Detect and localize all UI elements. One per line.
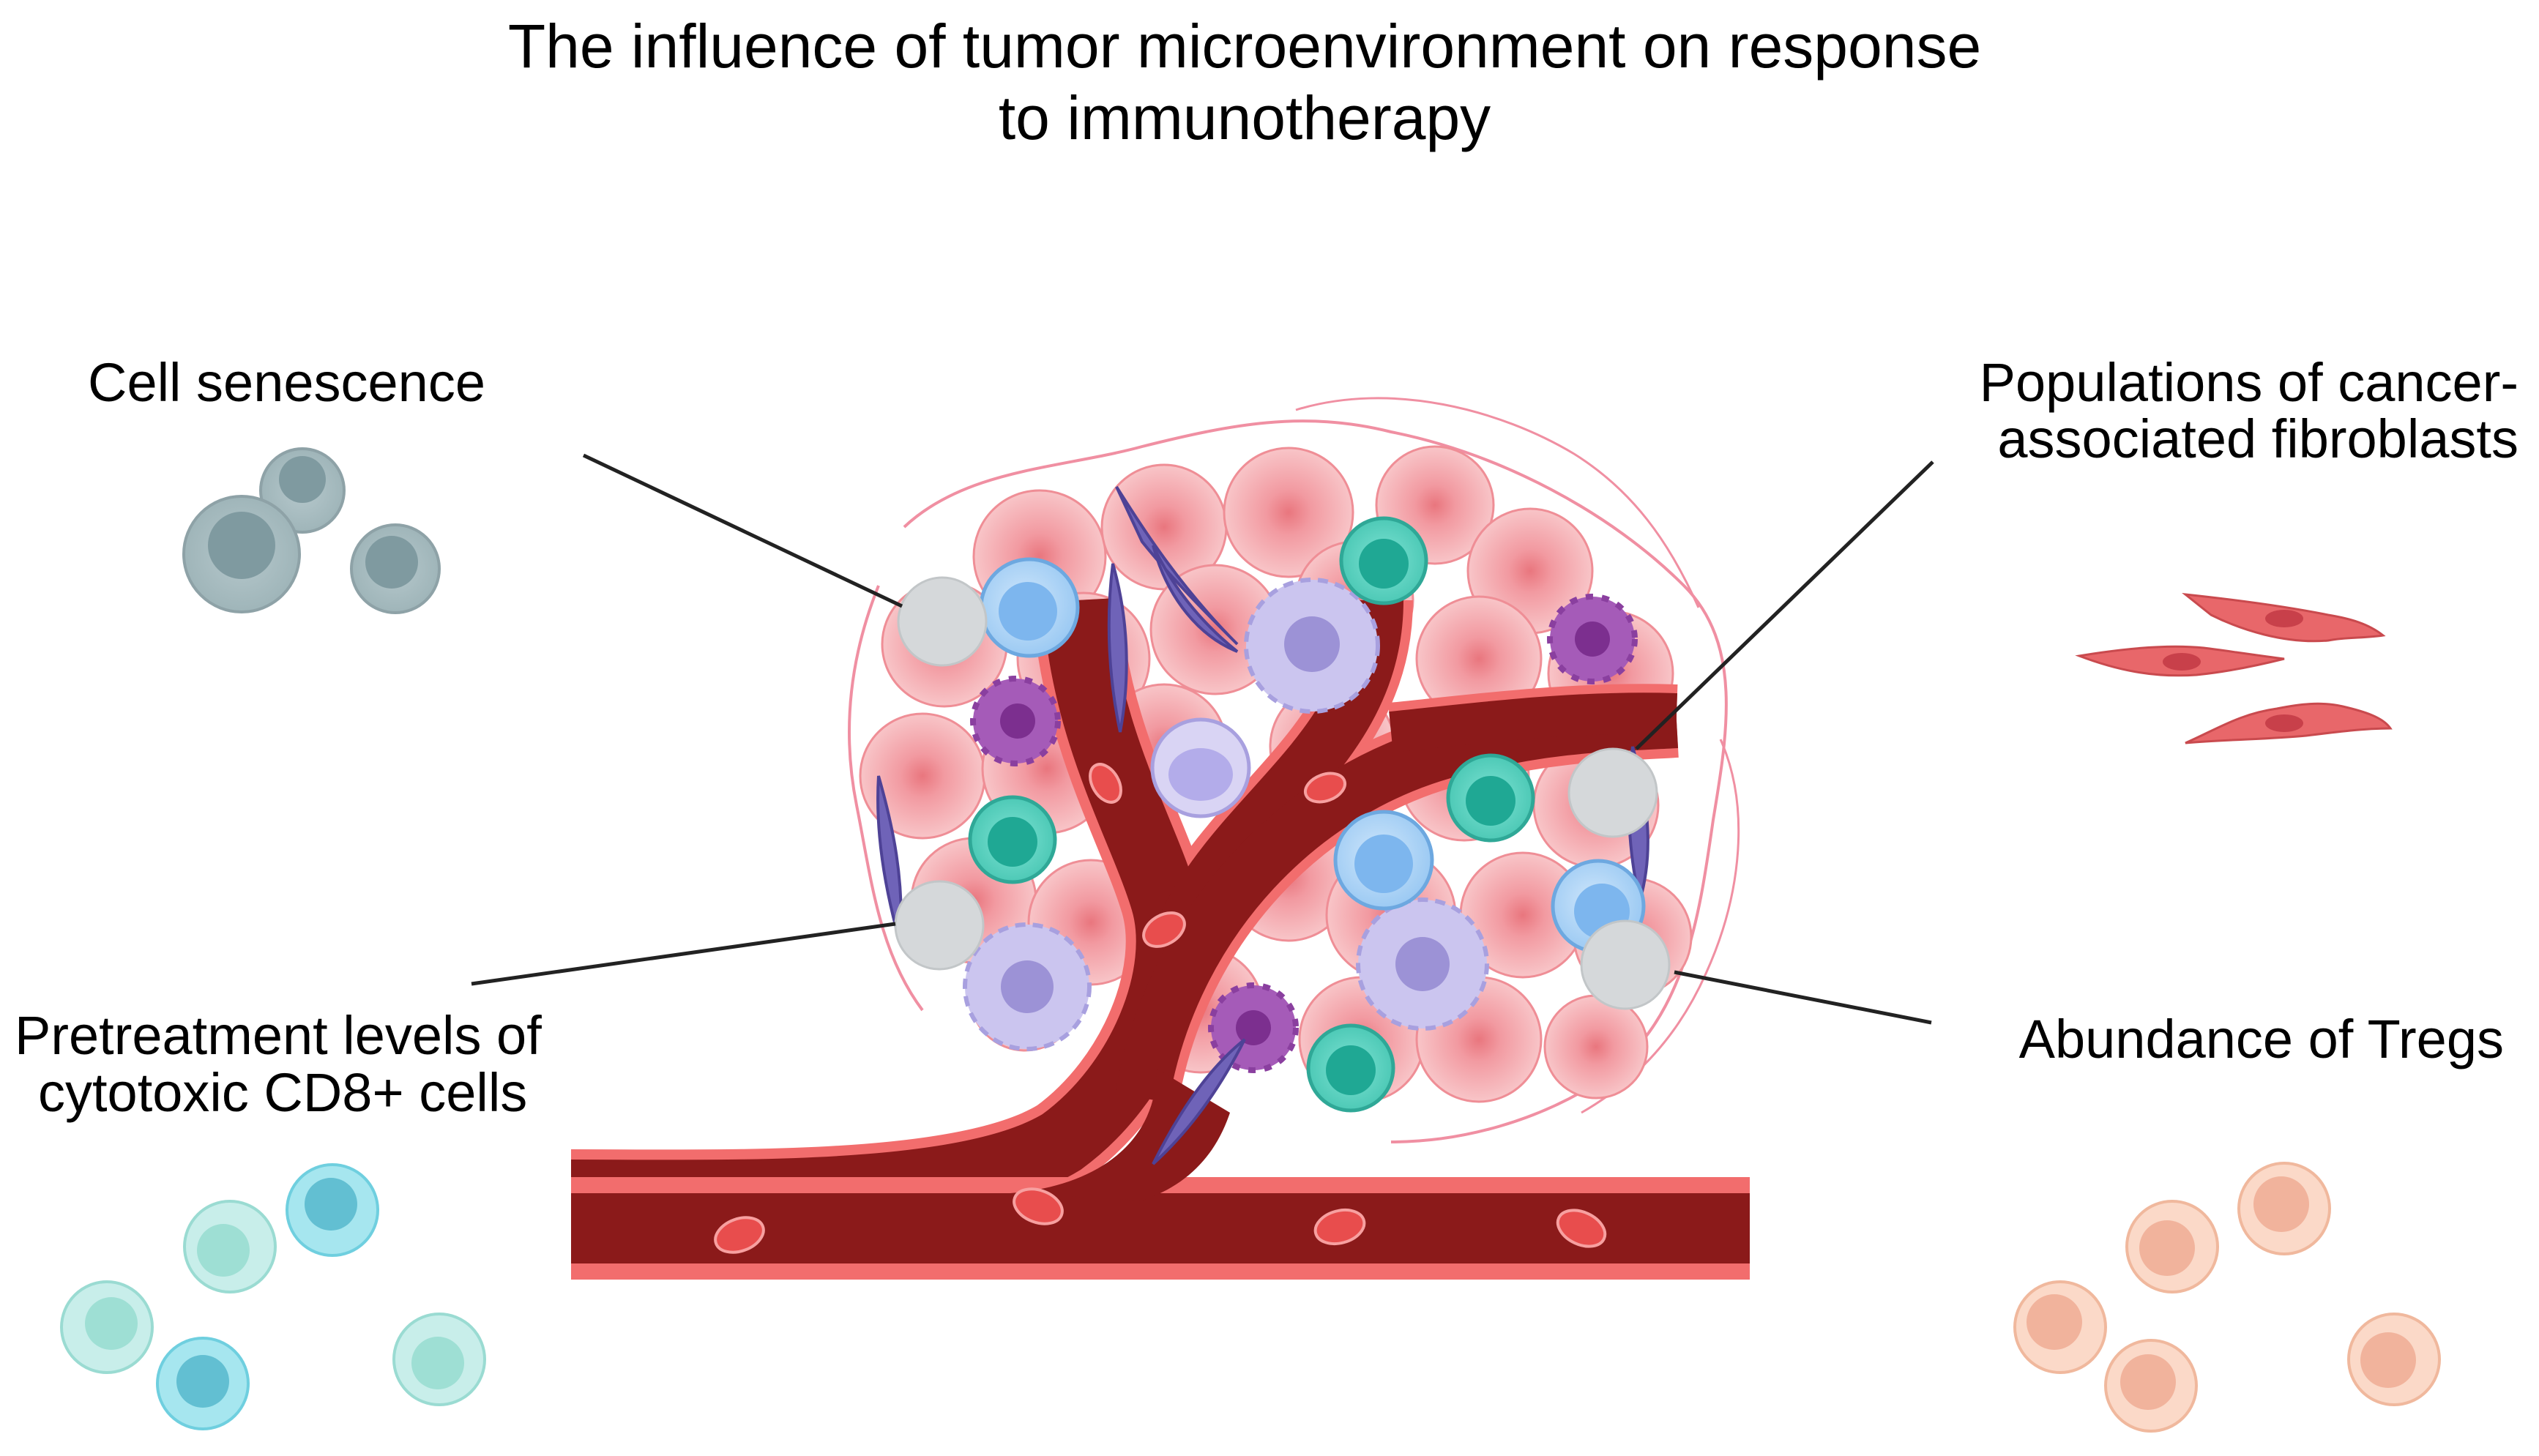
dendritic-cell <box>1244 578 1380 714</box>
label-cd8-line-2: cytotoxic CD8+ cells <box>38 1062 527 1123</box>
teal-cells <box>968 516 1535 1113</box>
tumor-boundary-strand <box>1295 397 1700 608</box>
blood-vessels <box>570 597 1750 1280</box>
main-vessel-inner <box>571 1193 1750 1263</box>
treg-cell <box>2347 1313 2441 1406</box>
treg-cell <box>2237 1162 2331 1255</box>
dendritic-cells <box>963 578 1489 1051</box>
marker-senescence <box>897 576 988 667</box>
teal-cell <box>1446 753 1535 843</box>
macrophage-cells <box>970 594 1638 1073</box>
teal-cell <box>968 795 1057 884</box>
marker-caf <box>1567 747 1658 838</box>
title-line-2: to immunotherapy <box>999 83 1491 152</box>
callout-lines <box>471 453 1934 1025</box>
tumor-mass <box>570 397 1750 1280</box>
teal-cell <box>1339 516 1428 605</box>
fibroblast <box>2075 645 2285 677</box>
blue-lymphocyte <box>1150 717 1251 818</box>
label-caf-line-1: Populations of cancer- <box>1980 352 2519 413</box>
fibroblasts-group <box>2075 592 2393 744</box>
tumor-boundary-strand <box>848 585 924 1012</box>
senescent-cell <box>182 495 301 613</box>
dendritic-cell <box>1356 897 1489 1031</box>
tregs-group <box>2013 1162 2441 1433</box>
cd8-cells-group <box>60 1163 486 1430</box>
cd8-cell <box>392 1313 486 1406</box>
cd8-cell <box>286 1163 379 1257</box>
callout-line-caf <box>1635 460 1934 750</box>
label-tregs: Abundance of Tregs <box>2019 1009 2504 1069</box>
treg-cell <box>2125 1200 2219 1293</box>
cd8-cell <box>60 1280 154 1374</box>
cd8-cell <box>156 1337 250 1430</box>
callout-line-tregs <box>1674 970 1932 1025</box>
junction-fill <box>1010 1069 1230 1201</box>
title-line-1: The influence of tumor microenvironment … <box>508 12 1981 81</box>
red-blood-cells <box>714 763 1607 1254</box>
marker-tregs <box>1580 919 1671 1010</box>
fibroblast <box>2185 702 2393 744</box>
callout-line-cd8 <box>471 922 896 986</box>
fibroblast <box>2182 592 2386 643</box>
dendritic-cell <box>963 922 1092 1051</box>
cd8-cell <box>183 1200 277 1293</box>
label-caf-line-2: associated fibroblasts <box>1997 408 2519 469</box>
blue-lymphocyte <box>1333 810 1434 911</box>
senescent-cell <box>350 523 441 614</box>
blue-lymphocyte <box>979 557 1080 658</box>
macrophage-cell <box>970 676 1061 766</box>
label-cell-senescence: Cell senescence <box>88 352 485 413</box>
macrophage-cell <box>1547 594 1638 684</box>
vessel-inner <box>1389 692 1677 753</box>
callout-markers <box>894 576 1671 1010</box>
treg-cell <box>2104 1339 2198 1433</box>
senescent-cells-group <box>182 447 441 614</box>
treg-cell <box>2013 1280 2107 1374</box>
callout-line-senescence <box>582 453 903 608</box>
label-cd8-line-1: Pretreatment levels of <box>15 1005 542 1066</box>
teal-cell <box>1306 1023 1395 1113</box>
marker-cd8 <box>894 880 985 971</box>
